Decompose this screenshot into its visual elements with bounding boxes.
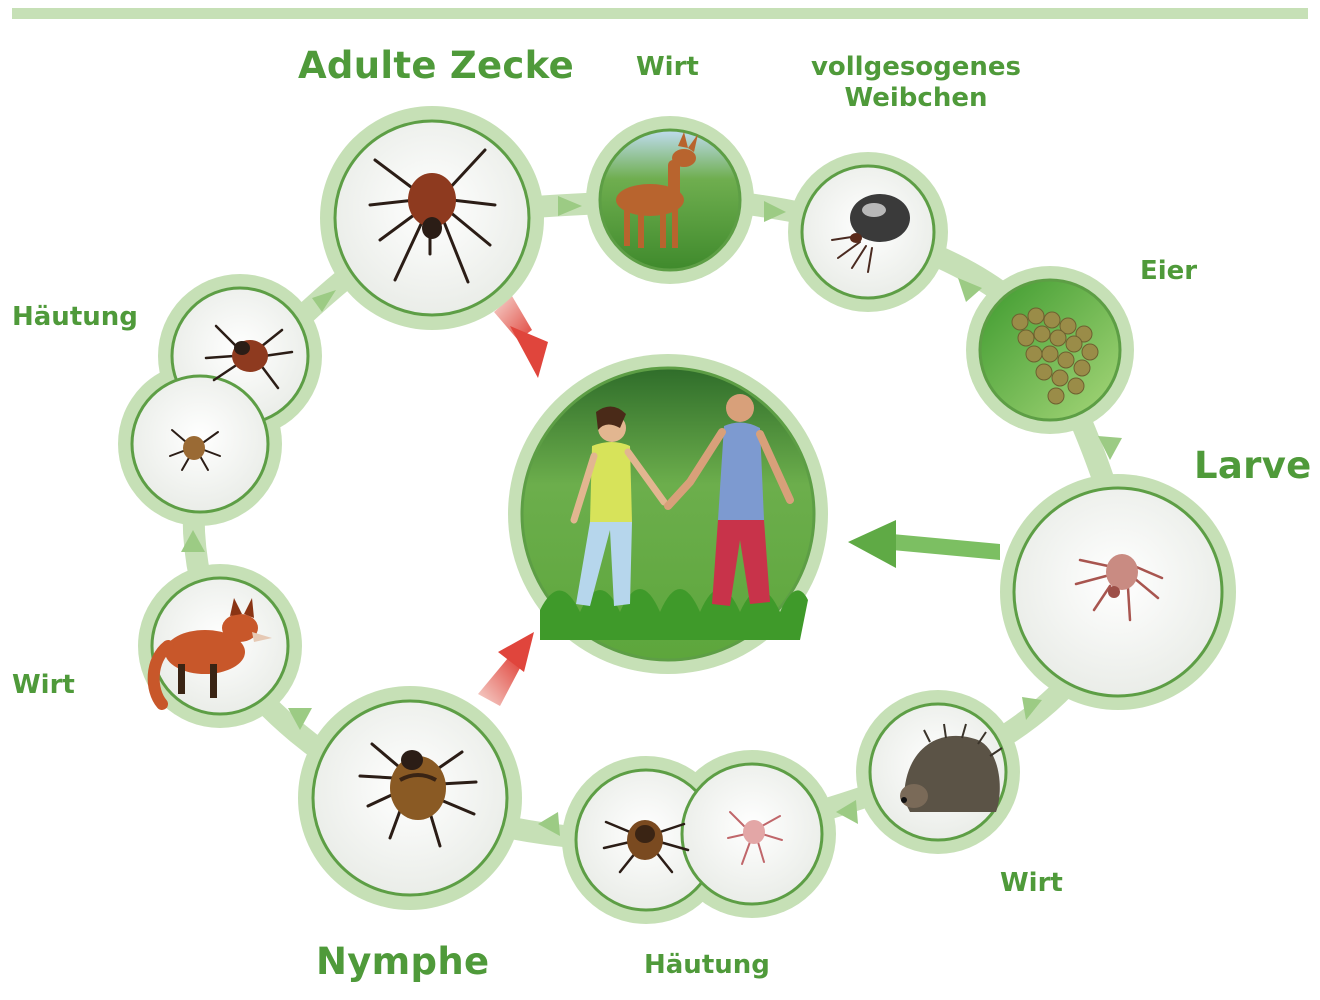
label-molt-left: Häutung bbox=[12, 302, 138, 333]
node-host-fox bbox=[138, 564, 302, 728]
label-engorged-female-line2: Weibchen bbox=[806, 83, 1026, 114]
node-host-deer bbox=[586, 116, 754, 284]
label-nymph: Nymphe bbox=[316, 940, 489, 984]
label-eggs: Eier bbox=[1140, 256, 1197, 287]
label-engorged-female-line1: vollgesogenes bbox=[806, 52, 1026, 83]
node-larva bbox=[1000, 474, 1236, 710]
node-engorged-female bbox=[788, 152, 948, 312]
label-host-left: Wirt bbox=[12, 670, 75, 701]
node-molt-left bbox=[118, 274, 322, 526]
label-molt-bottom: Häutung bbox=[644, 950, 770, 981]
arrow-adult-to-human bbox=[494, 296, 548, 378]
node-nymph bbox=[298, 686, 522, 910]
node-molt-bottom bbox=[562, 750, 836, 924]
node-host-hedgehog bbox=[856, 690, 1020, 854]
arrow-nymph-to-human bbox=[478, 632, 534, 706]
label-engorged-female: vollgesogenes Weibchen bbox=[806, 52, 1026, 113]
label-host-top: Wirt bbox=[636, 52, 699, 83]
label-adult-tick: Adulte Zecke bbox=[298, 44, 574, 88]
label-host-bottom-right: Wirt bbox=[1000, 868, 1063, 899]
node-humans bbox=[508, 354, 828, 674]
label-larva: Larve bbox=[1194, 444, 1312, 488]
node-adult-tick bbox=[320, 106, 544, 330]
arrow-larva-to-human bbox=[848, 520, 1000, 568]
node-eggs bbox=[966, 266, 1134, 434]
